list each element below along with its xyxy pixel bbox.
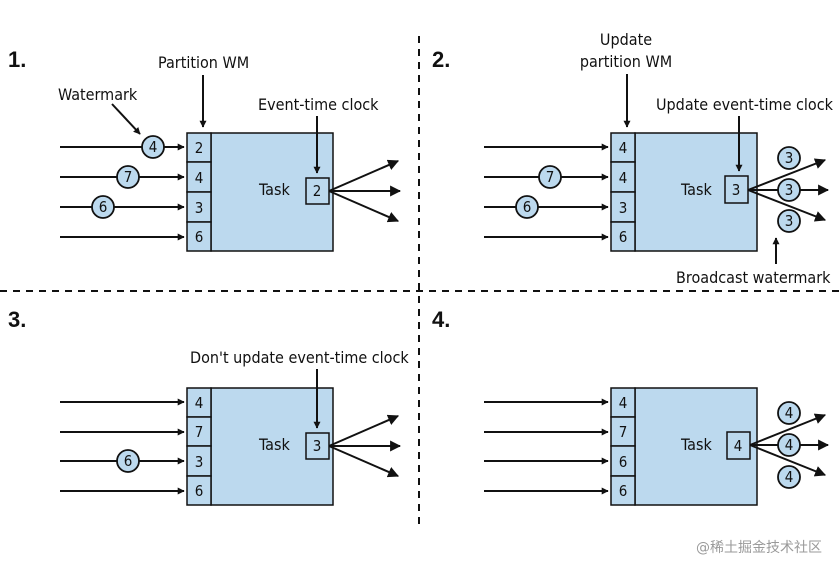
output-arrow bbox=[749, 413, 827, 446]
quadrant-4: 4. Task 4 7 6 6 4 4 4 4 bbox=[432, 307, 830, 506]
partition-value: 3 bbox=[195, 453, 204, 471]
quadrant-2: 2. 7 6 Task 4 4 3 6 3 3 3 3 Update parti… bbox=[432, 30, 834, 287]
task-label: Task bbox=[680, 180, 712, 199]
watermark-value: 4 bbox=[149, 138, 158, 156]
quadrant-number: 1. bbox=[8, 47, 26, 72]
partition-cell bbox=[186, 387, 212, 418]
broadcast-watermark-circle bbox=[777, 433, 801, 457]
watermark-circle bbox=[116, 449, 140, 473]
broadcast-watermark-circle bbox=[777, 209, 801, 233]
output-arrow bbox=[749, 444, 827, 477]
partition-value: 2 bbox=[195, 139, 204, 157]
watermark-circle bbox=[141, 135, 165, 159]
partition-wm-annotation-line1: Update bbox=[600, 30, 652, 49]
partition-cell bbox=[186, 132, 212, 163]
partition-wm-annotation-line2: partition WM bbox=[580, 52, 672, 71]
watermark-circle bbox=[538, 165, 562, 189]
broadcast-value: 3 bbox=[785, 181, 794, 199]
output-arrow bbox=[328, 159, 400, 192]
quadrant-1: 1. 4 7 6 Task 2 4 3 6 2 Watermark bbox=[8, 47, 402, 252]
partition-value: 6 bbox=[619, 482, 628, 500]
partition-cell bbox=[610, 475, 636, 506]
output-arrow bbox=[328, 190, 400, 223]
partition-value: 6 bbox=[195, 228, 204, 246]
clock-value: 4 bbox=[734, 437, 743, 455]
site-watermark: @稀土掘金技术社区 bbox=[696, 540, 822, 556]
watermark-value: 6 bbox=[124, 452, 133, 470]
partition-cell bbox=[186, 221, 212, 252]
partition-value: 6 bbox=[619, 228, 628, 246]
broadcast-watermark-circle bbox=[777, 401, 801, 425]
quadrant-number: 2. bbox=[432, 47, 450, 72]
partition-value: 3 bbox=[619, 199, 628, 217]
partition-cell bbox=[186, 161, 212, 193]
partition-value: 4 bbox=[619, 169, 628, 187]
broadcast-watermark-circle bbox=[777, 178, 801, 202]
watermark-value: 7 bbox=[124, 168, 133, 186]
clock-value: 3 bbox=[732, 181, 741, 199]
watermark-value: 6 bbox=[523, 198, 532, 216]
partition-value: 3 bbox=[195, 199, 204, 217]
partition-cell bbox=[186, 475, 212, 506]
clock-annotation: Event-time clock bbox=[258, 95, 379, 114]
clock-value: 3 bbox=[313, 437, 322, 455]
partition-cell bbox=[186, 416, 212, 447]
partition-value: 7 bbox=[619, 423, 628, 441]
output-arrow bbox=[747, 158, 827, 191]
partition-value: 4 bbox=[619, 394, 628, 412]
broadcast-watermark-circle bbox=[777, 146, 801, 170]
clock-value: 2 bbox=[313, 182, 322, 200]
watermark-circle bbox=[515, 195, 539, 219]
partition-cell bbox=[186, 445, 212, 477]
broadcast-value: 4 bbox=[785, 404, 794, 422]
partition-cell bbox=[610, 221, 636, 252]
broadcast-watermark-circle bbox=[777, 465, 801, 489]
broadcast-value: 3 bbox=[785, 149, 794, 167]
broadcast-annotation: Broadcast watermark bbox=[676, 268, 831, 287]
quadrant-3: 3. 6 Task 4 7 3 6 3 Don't update event-t… bbox=[8, 307, 409, 506]
task-label: Task bbox=[680, 435, 712, 454]
task-label: Task bbox=[258, 435, 290, 454]
partition-wm-annotation: Partition WM bbox=[158, 53, 249, 72]
partition-value: 6 bbox=[195, 482, 204, 500]
broadcast-value: 4 bbox=[785, 436, 794, 454]
output-arrow bbox=[747, 189, 827, 222]
annotation-arrow bbox=[111, 103, 141, 135]
partition-cell bbox=[610, 161, 636, 193]
watermark-circle bbox=[116, 165, 140, 189]
partition-value: 6 bbox=[619, 453, 628, 471]
output-arrow bbox=[328, 445, 400, 478]
broadcast-value: 4 bbox=[785, 468, 794, 486]
partition-value: 4 bbox=[195, 394, 204, 412]
partition-value: 4 bbox=[619, 139, 628, 157]
task-label: Task bbox=[258, 180, 290, 199]
watermark-annotation: Watermark bbox=[58, 85, 138, 104]
quadrant-number: 3. bbox=[8, 307, 26, 332]
partition-value: 4 bbox=[195, 169, 204, 187]
output-arrow bbox=[328, 414, 400, 447]
watermark-circle bbox=[91, 195, 115, 219]
clock-annotation: Update event-time clock bbox=[656, 95, 834, 114]
watermark-value: 6 bbox=[99, 198, 108, 216]
broadcast-value: 3 bbox=[785, 212, 794, 230]
partition-value: 7 bbox=[195, 423, 204, 441]
partition-cell bbox=[186, 191, 212, 223]
quadrant-number: 4. bbox=[432, 307, 450, 332]
clock-annotation: Don't update event-time clock bbox=[190, 348, 409, 367]
watermark-value: 7 bbox=[546, 168, 555, 186]
